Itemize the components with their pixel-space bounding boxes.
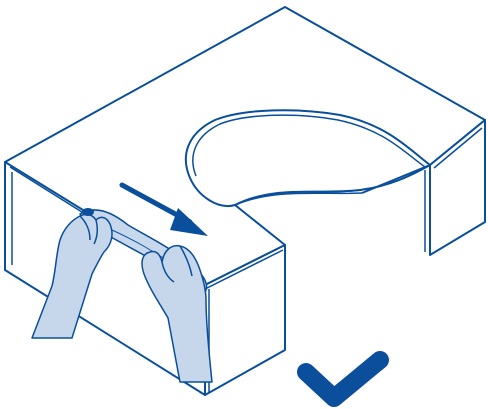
left-hand xyxy=(31,208,113,339)
cushion-right-inner xyxy=(361,164,431,255)
arrow-right-down-icon xyxy=(119,182,208,236)
cushion-cutout-wall xyxy=(234,192,363,206)
cushion-right-edge-detail-2 xyxy=(433,127,483,169)
cushion xyxy=(4,6,486,396)
cushion-cutout-top xyxy=(185,109,431,208)
right-hand xyxy=(141,244,213,383)
checkmark-icon xyxy=(297,351,389,407)
cushion-cutout-rim xyxy=(192,114,426,177)
